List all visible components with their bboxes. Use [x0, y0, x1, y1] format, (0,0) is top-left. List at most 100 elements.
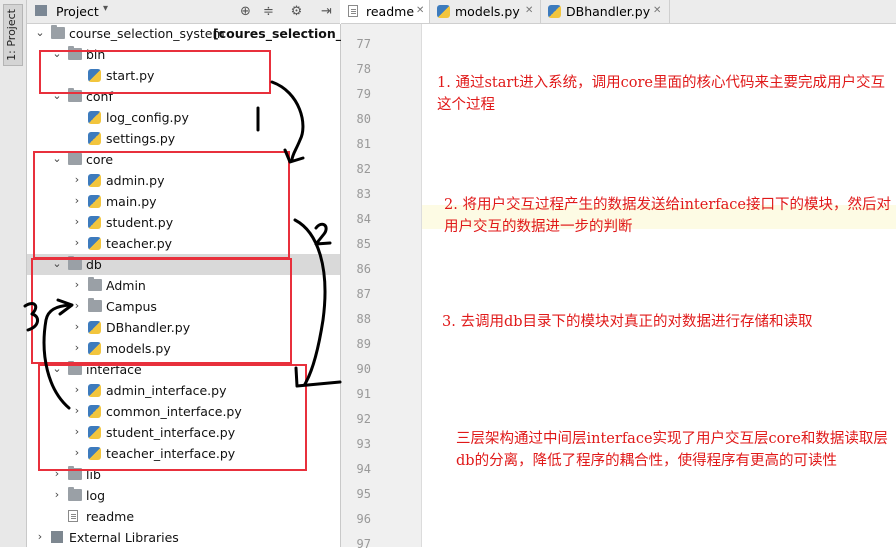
line-number: 92: [356, 412, 371, 426]
project-tool-window-tab[interactable]: 1: Project: [3, 4, 23, 66]
python-file-icon: [88, 195, 101, 208]
chevron-right-icon[interactable]: ›: [74, 236, 80, 249]
line-number: 94: [356, 462, 371, 476]
chevron-right-icon[interactable]: ›: [74, 299, 80, 312]
tree-row[interactable]: ›student.py: [27, 212, 340, 233]
tree-item-label: common_interface.py: [106, 404, 242, 419]
hide-panel-icon[interactable]: ⇥: [321, 4, 332, 19]
tree-row[interactable]: › main.py: [27, 191, 340, 212]
tree-item-label: teacher.py: [106, 236, 173, 251]
chevron-down-icon[interactable]: ⌄: [35, 26, 45, 39]
line-number: 83: [356, 187, 371, 201]
arrow-3-head: [56, 298, 74, 316]
chevron-right-icon[interactable]: ›: [74, 425, 80, 438]
highlight-box-db: [31, 258, 292, 364]
arrow-1-path: [270, 80, 305, 162]
python-file-icon: [88, 321, 101, 334]
tree-item-label: log: [86, 488, 106, 503]
chevron-right-icon[interactable]: ›: [74, 446, 80, 459]
chevron-right-icon[interactable]: ›: [74, 383, 80, 396]
python-file-icon: [88, 132, 101, 145]
gear-icon[interactable]: ⚙: [290, 4, 303, 19]
tree-row[interactable]: › common_interface.py: [27, 401, 340, 422]
tree-row[interactable]: ⌄core: [27, 149, 340, 170]
tab-dbhandler-py[interactable]: DBhandler.py ✕: [541, 0, 670, 23]
editor-content[interactable]: 1. 通过start进入系统，调用core里面的核心代码来主要完成用户交互这个过…: [422, 24, 896, 547]
tab-label: DBhandler.py: [566, 4, 651, 19]
tree-row[interactable]: › teacher.py: [27, 233, 340, 254]
tree-row[interactable]: ›External Libraries: [27, 527, 340, 548]
chevron-right-icon[interactable]: ›: [74, 278, 80, 291]
arrow-3-digit: [23, 302, 39, 332]
chevron-right-icon[interactable]: ›: [37, 530, 43, 543]
chevron-right-icon[interactable]: ›: [74, 320, 80, 333]
chevron-right-icon[interactable]: ›: [54, 488, 60, 501]
chevron-down-icon[interactable]: ⌄: [52, 152, 62, 165]
line-number: 82: [356, 162, 371, 176]
chevron-right-icon[interactable]: ›: [74, 404, 80, 417]
chevron-right-icon[interactable]: ›: [74, 215, 80, 228]
collapse-all-icon[interactable]: ≑: [263, 4, 274, 19]
line-number: 81: [356, 137, 371, 151]
tree-row[interactable]: › admin.py: [27, 170, 340, 191]
tree-row[interactable]: settings.py: [27, 128, 340, 149]
tree-row[interactable]: readme: [27, 506, 340, 527]
chevron-right-icon[interactable]: ›: [74, 194, 80, 207]
folder-icon: [88, 298, 102, 312]
tree-item-label: settings.py: [106, 131, 176, 146]
line-number: 84: [356, 212, 371, 226]
arrow-2-path: [293, 218, 327, 386]
tree-row[interactable]: start.py: [27, 65, 340, 86]
tab-readme[interactable]: readme ✕: [341, 0, 430, 23]
line-number: 77: [356, 37, 371, 51]
python-file-icon: [437, 5, 450, 18]
highlight-box-bin: [39, 50, 271, 94]
line-number: 85: [356, 237, 371, 251]
python-file-icon: [88, 384, 101, 397]
folder-icon: [68, 487, 82, 501]
tree-item-label: Campus: [106, 299, 157, 314]
project-tree: ⌄course_selection_system[coures_selectio…: [27, 23, 365, 548]
tree-item-label: admin.py: [106, 173, 165, 188]
python-file-icon: [548, 5, 561, 18]
line-number: 87: [356, 287, 371, 301]
close-icon[interactable]: ✕: [653, 5, 662, 16]
tree-row[interactable]: log_config.py: [27, 107, 340, 128]
sync-icon[interactable]: ⊕: [240, 4, 251, 19]
tree-row[interactable]: ›Admin: [27, 275, 340, 296]
chevron-down-icon[interactable]: ⌄: [52, 89, 62, 102]
python-file-icon: [88, 216, 101, 229]
tree-row[interactable]: ⌄course_selection_system[coures_selectio…: [27, 23, 365, 44]
editor-tab-bar: readme ✕ models.py ✕ DBhandler.py ✕: [341, 0, 896, 24]
project-view-selector[interactable]: Project: [56, 4, 99, 19]
python-file-icon: [88, 342, 101, 355]
tree-item-label: admin_interface.py: [106, 383, 227, 398]
close-icon[interactable]: ✕: [416, 5, 425, 16]
tree-item-label: main.py: [106, 194, 157, 209]
note-summary: 三层架构通过中间层interface实现了用户交互层core和数据读取层db的分…: [456, 431, 888, 469]
tree-row[interactable]: ›teacher_interface.py: [27, 443, 340, 464]
tree-row[interactable]: › admin_interface.py: [27, 380, 340, 401]
chevron-down-icon[interactable]: ⌄: [52, 257, 62, 270]
chevron-right-icon[interactable]: ›: [54, 467, 60, 480]
folder-icon: [51, 25, 65, 39]
chevron-right-icon[interactable]: ›: [74, 173, 80, 186]
tree-item-label: student_interface.py: [106, 425, 236, 440]
tree-row[interactable]: ›models.py: [27, 338, 340, 359]
tree-row[interactable]: › log: [27, 485, 340, 506]
line-number: 89: [356, 337, 371, 351]
tree-row[interactable]: › student_interface.py: [27, 422, 340, 443]
chevron-down-icon[interactable]: ⌄: [52, 47, 62, 60]
python-file-icon: [88, 237, 101, 250]
chevron-down-icon[interactable]: ⌄: [52, 362, 62, 375]
project-icon: [35, 5, 47, 16]
python-file-icon: [88, 174, 101, 187]
tab-models-py[interactable]: models.py ✕: [430, 0, 541, 23]
tree-row[interactable]: ›DBhandler.py: [27, 317, 340, 338]
highlight-box-interface: [38, 364, 307, 471]
tree-row[interactable]: › Campus: [27, 296, 340, 317]
chevron-down-icon[interactable]: ▾: [103, 3, 109, 14]
close-icon[interactable]: ✕: [525, 5, 534, 16]
chevron-right-icon[interactable]: ›: [74, 341, 80, 354]
